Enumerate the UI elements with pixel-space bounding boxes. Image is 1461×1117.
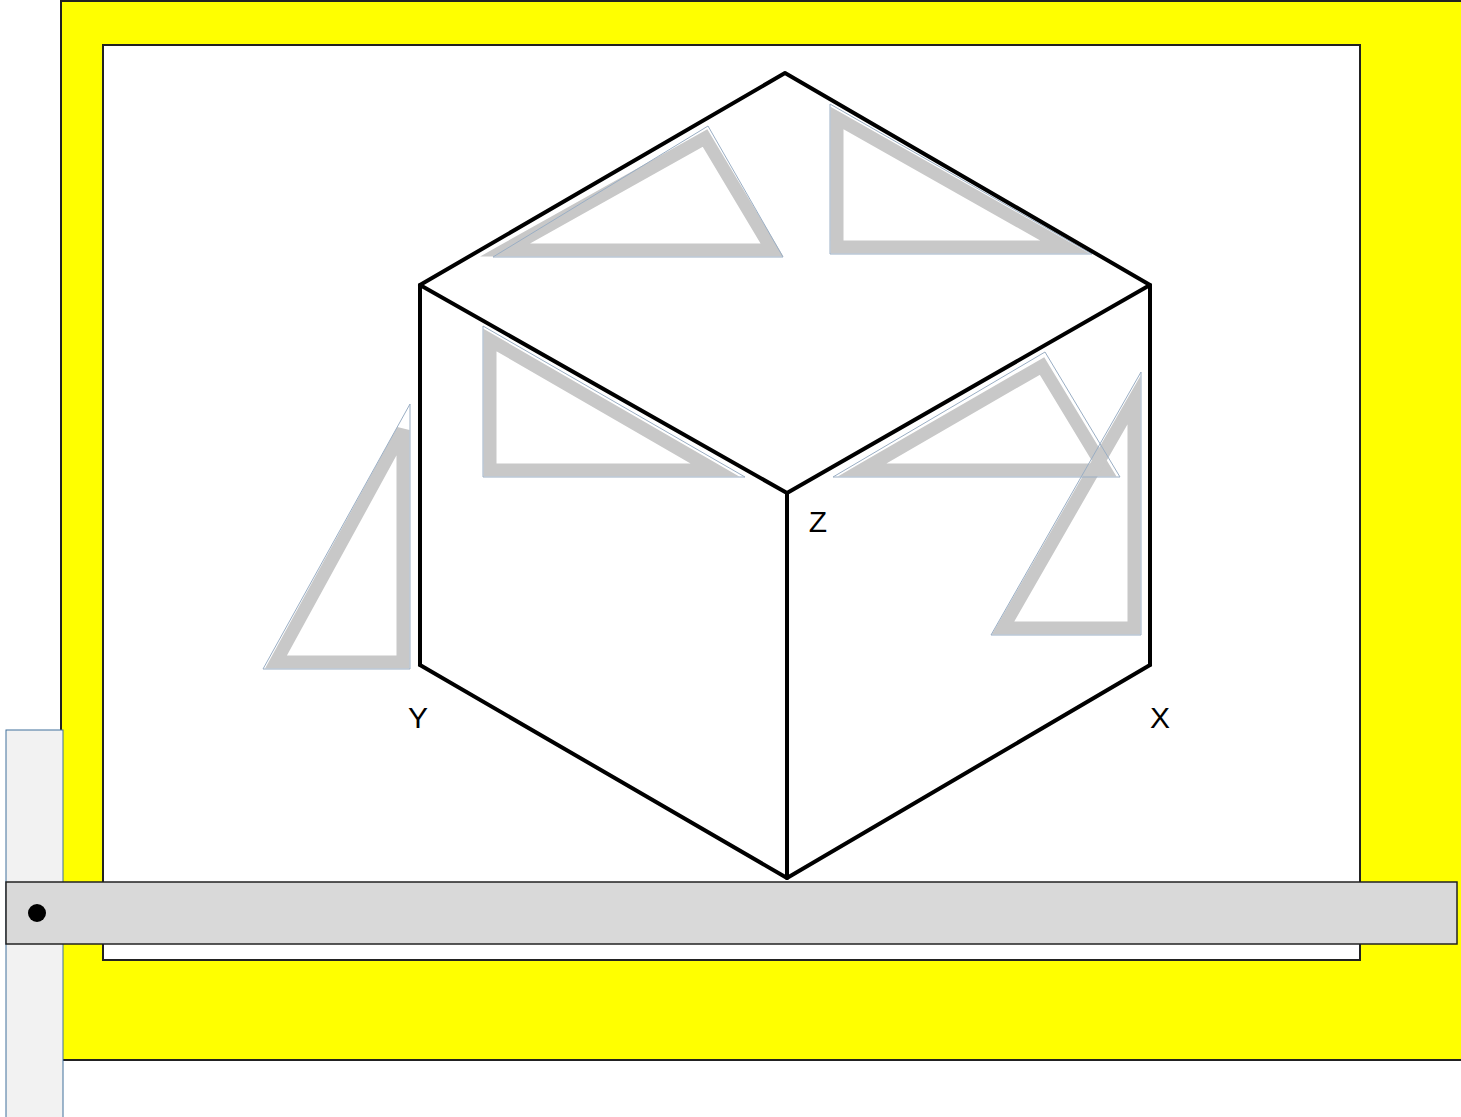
paper <box>103 45 1360 960</box>
set-square-edge <box>991 372 1141 635</box>
t-square-blade <box>6 882 1457 944</box>
cube-edge <box>1148 285 1152 665</box>
set-square-edge <box>263 404 410 669</box>
cube-edge <box>785 493 789 878</box>
set-square-edge <box>830 104 1092 254</box>
cube-base <box>420 665 1150 878</box>
set-square-edge <box>833 352 1120 477</box>
axis-label: Y <box>408 703 428 733</box>
set-square <box>505 138 772 250</box>
axis-label: X <box>1150 703 1170 733</box>
set-square <box>276 430 403 662</box>
cube-top <box>420 73 1150 493</box>
axis-label: Z <box>809 507 827 537</box>
set-square-edge <box>483 326 745 477</box>
isometric-cube <box>420 73 1150 878</box>
set-square <box>490 340 715 470</box>
set-square-edges <box>263 104 1141 669</box>
t-square-pivot <box>28 904 46 922</box>
set-square <box>837 118 1065 247</box>
set-square-edge <box>493 126 783 257</box>
set-square <box>1003 400 1134 628</box>
cube-edge <box>418 285 422 665</box>
